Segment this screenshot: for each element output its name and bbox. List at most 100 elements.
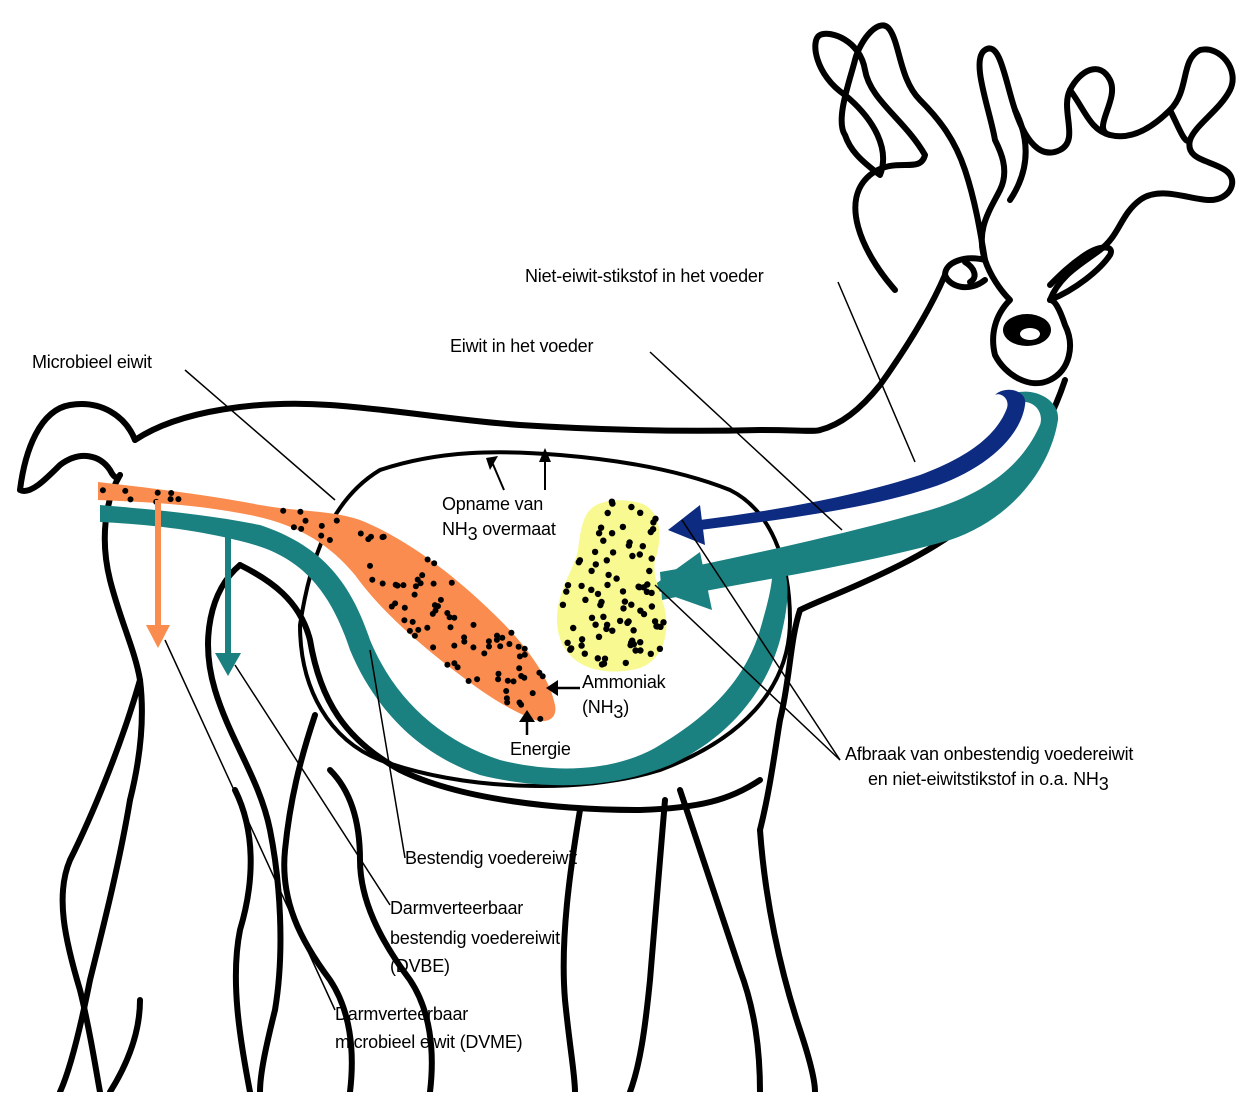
dot bbox=[511, 678, 517, 684]
dot bbox=[327, 537, 333, 543]
dot bbox=[592, 622, 598, 628]
dot bbox=[650, 526, 656, 532]
dot bbox=[418, 580, 424, 586]
dot bbox=[449, 580, 455, 586]
dot bbox=[598, 599, 604, 605]
dot bbox=[412, 633, 418, 639]
dot bbox=[637, 639, 643, 645]
dot bbox=[303, 518, 309, 524]
dot bbox=[410, 619, 416, 625]
dot bbox=[486, 644, 492, 650]
dot bbox=[536, 670, 542, 676]
dot bbox=[579, 636, 585, 642]
dot bbox=[657, 646, 663, 652]
label-dvme-line2: microbieel eiwit (DVME) bbox=[335, 1032, 522, 1052]
dot bbox=[582, 597, 588, 603]
dot bbox=[419, 572, 425, 578]
dot bbox=[280, 508, 286, 514]
dot bbox=[168, 496, 174, 502]
dot bbox=[565, 582, 571, 588]
dot bbox=[570, 625, 576, 631]
label-afbraak-sub: 3 bbox=[1099, 774, 1109, 794]
dot bbox=[596, 634, 602, 640]
head bbox=[945, 248, 1111, 384]
dot bbox=[470, 644, 476, 650]
dot bbox=[637, 510, 643, 516]
dot bbox=[654, 623, 660, 629]
dot bbox=[499, 635, 505, 641]
dot bbox=[505, 678, 511, 684]
dot bbox=[563, 588, 569, 594]
dot bbox=[518, 702, 524, 708]
dot bbox=[451, 660, 457, 666]
dot bbox=[604, 582, 610, 588]
dot bbox=[649, 555, 655, 561]
navy-arrowhead bbox=[668, 505, 705, 545]
dot bbox=[122, 488, 128, 494]
dot bbox=[168, 490, 174, 496]
dot bbox=[407, 628, 413, 634]
dot bbox=[504, 699, 510, 705]
dot bbox=[380, 581, 386, 587]
dot bbox=[365, 536, 371, 542]
label-ammoniak-nh3: (NH3) bbox=[582, 697, 629, 722]
dot bbox=[393, 582, 399, 588]
dot bbox=[609, 628, 615, 634]
dot bbox=[444, 662, 450, 668]
dot bbox=[415, 627, 421, 633]
dot bbox=[648, 651, 654, 657]
dot bbox=[593, 561, 599, 567]
ammonia-zone bbox=[557, 499, 667, 672]
dot bbox=[298, 526, 304, 532]
dot bbox=[620, 524, 626, 530]
dot bbox=[400, 582, 406, 588]
dot bbox=[602, 656, 608, 662]
dot bbox=[623, 660, 629, 666]
dot bbox=[617, 618, 623, 624]
dot bbox=[291, 524, 297, 530]
dot bbox=[604, 622, 610, 628]
dot bbox=[609, 530, 615, 536]
label-afbraak-line2: en niet-eiwitstikstof in o.a. NH3 bbox=[868, 769, 1109, 794]
dot bbox=[495, 676, 501, 682]
dot bbox=[637, 608, 643, 614]
label-opname-line2: NH3 overmaat bbox=[442, 519, 556, 544]
dot bbox=[367, 563, 373, 569]
dot bbox=[596, 530, 602, 536]
dot bbox=[660, 619, 666, 625]
dot bbox=[622, 598, 628, 604]
dot bbox=[600, 614, 606, 620]
label-ammoniak: Ammoniak bbox=[582, 672, 667, 692]
dot bbox=[598, 525, 604, 531]
dot bbox=[609, 500, 615, 506]
label-dvbe-line3: (DVBE) bbox=[390, 956, 450, 976]
dot bbox=[481, 650, 487, 656]
dot bbox=[318, 533, 324, 539]
dot bbox=[522, 652, 528, 658]
dot bbox=[431, 560, 437, 566]
dot bbox=[503, 688, 509, 694]
dot bbox=[431, 581, 437, 587]
dot bbox=[425, 557, 431, 563]
dot bbox=[610, 549, 616, 555]
dot bbox=[588, 587, 594, 593]
label-ammoniak-open: (NH bbox=[582, 697, 613, 717]
dot bbox=[155, 490, 161, 496]
label-afbraak-text: en niet-eiwitstikstof in o.a. NH bbox=[868, 769, 1099, 789]
teal-down-arrow bbox=[215, 653, 241, 676]
dot bbox=[392, 600, 398, 606]
dot bbox=[636, 584, 642, 590]
dot bbox=[646, 568, 652, 574]
dot bbox=[626, 542, 632, 548]
dot bbox=[451, 643, 457, 649]
dot bbox=[577, 557, 583, 563]
dot bbox=[516, 665, 522, 671]
label-energie: Energie bbox=[510, 739, 571, 759]
dot bbox=[369, 577, 375, 583]
dot bbox=[595, 655, 601, 661]
label-ammoniak-close: ) bbox=[623, 697, 629, 717]
dot bbox=[613, 575, 619, 581]
dot bbox=[620, 588, 626, 594]
